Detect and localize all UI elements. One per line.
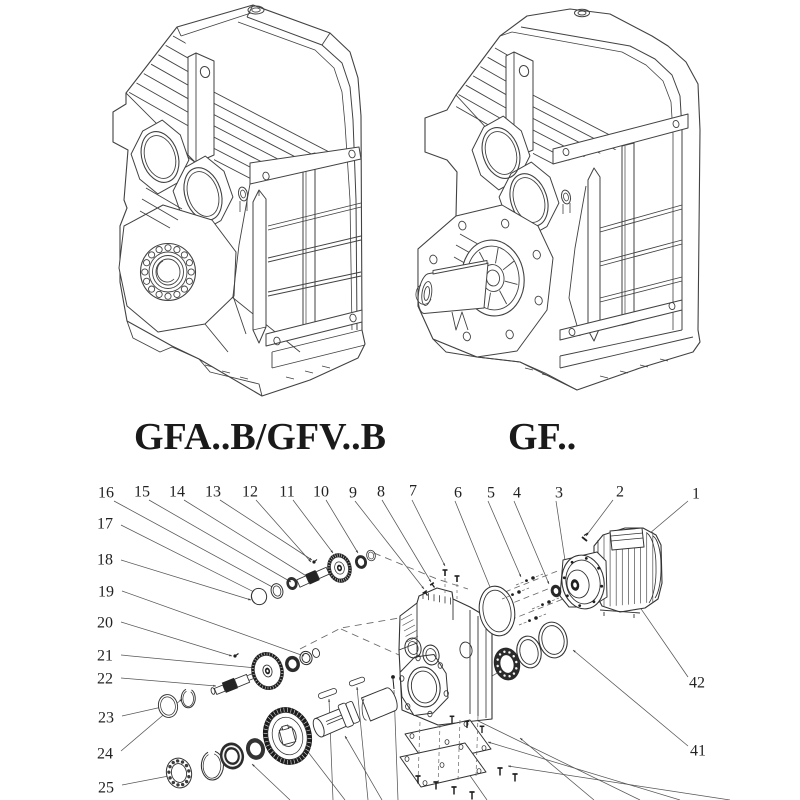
svg-text:1: 1 bbox=[692, 486, 700, 503]
svg-text:25: 25 bbox=[98, 780, 114, 797]
svg-text:41: 41 bbox=[690, 743, 706, 760]
svg-text:23: 23 bbox=[98, 710, 114, 727]
svg-text:6: 6 bbox=[454, 485, 462, 502]
svg-text:15: 15 bbox=[134, 484, 150, 501]
svg-text:20: 20 bbox=[97, 615, 113, 632]
svg-text:GFA..B/GFV..B: GFA..B/GFV..B bbox=[134, 416, 386, 458]
svg-text:17: 17 bbox=[97, 516, 113, 533]
svg-text:11: 11 bbox=[279, 484, 294, 501]
svg-text:16: 16 bbox=[98, 485, 114, 502]
svg-text:19: 19 bbox=[98, 584, 114, 601]
svg-text:3: 3 bbox=[555, 485, 563, 502]
svg-text:10: 10 bbox=[313, 484, 329, 501]
svg-text:7: 7 bbox=[409, 483, 417, 500]
svg-text:4: 4 bbox=[513, 485, 521, 502]
svg-text:9: 9 bbox=[349, 485, 357, 502]
svg-text:24: 24 bbox=[97, 746, 113, 763]
svg-text:2: 2 bbox=[616, 484, 624, 501]
svg-text:18: 18 bbox=[97, 552, 113, 569]
svg-text:5: 5 bbox=[487, 485, 495, 502]
svg-text:21: 21 bbox=[97, 648, 113, 665]
svg-text:8: 8 bbox=[377, 484, 385, 501]
svg-text:42: 42 bbox=[689, 675, 705, 692]
svg-text:22: 22 bbox=[97, 671, 113, 688]
svg-text:GF..: GF.. bbox=[508, 416, 576, 458]
svg-text:14: 14 bbox=[169, 484, 185, 501]
svg-text:13: 13 bbox=[205, 484, 221, 501]
svg-text:12: 12 bbox=[242, 484, 258, 501]
